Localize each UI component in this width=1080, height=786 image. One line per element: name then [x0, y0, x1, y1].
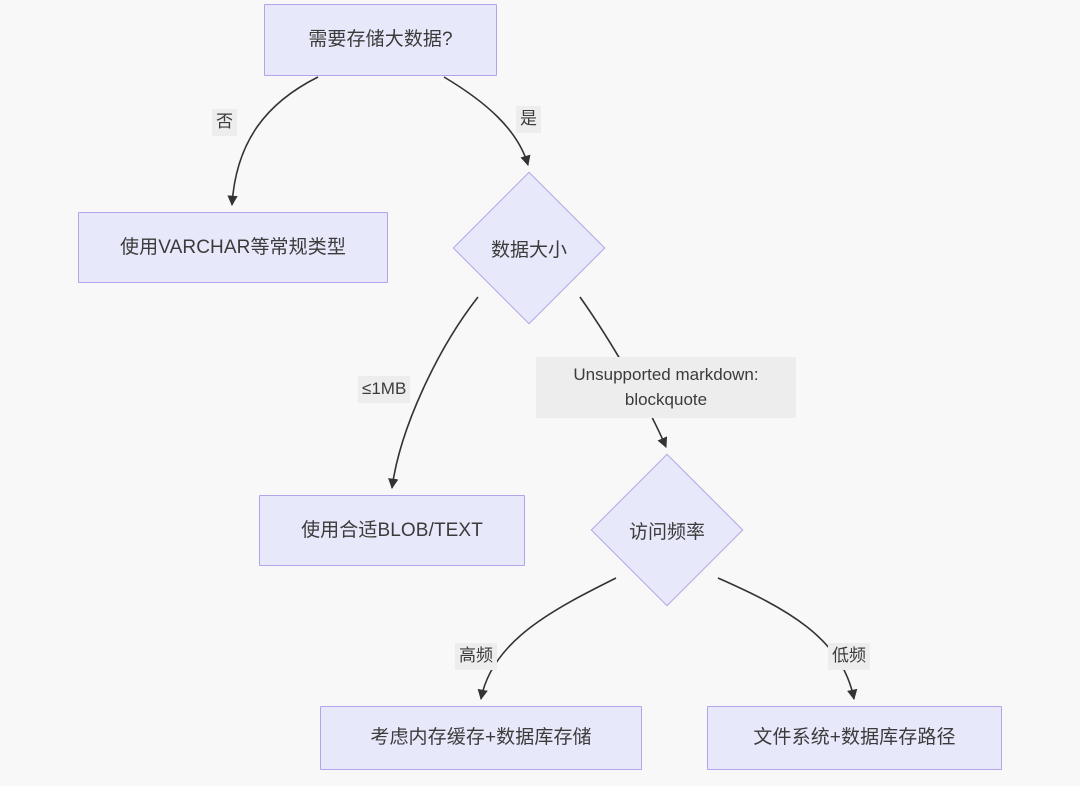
- node-filesystem-plus-db-path[interactable]: 文件系统+数据库存路径: [707, 706, 1002, 770]
- edge-label-low-frequency: 低频: [828, 643, 870, 670]
- edge-label-le-1mb: ≤1MB: [358, 376, 411, 403]
- edge-label-unsupported-markdown-blockquote: Unsupported markdown: blockquote: [536, 357, 796, 419]
- node-label: 使用合适BLOB/TEXT: [301, 519, 483, 541]
- edge-n5-n7: [717, 577, 858, 701]
- edge-label-yes: 是: [516, 106, 541, 133]
- node-label: 考虑内存缓存+数据库存储: [370, 727, 592, 749]
- edge-label-no: 否: [212, 109, 237, 136]
- node-use-suitable-blob-text[interactable]: 使用合适BLOB/TEXT: [259, 495, 525, 566]
- edge-n3-n4: [388, 296, 479, 490]
- node-access-frequency[interactable]: 访问频率: [590, 453, 744, 607]
- edge-n1-n2: [227, 76, 319, 207]
- node-label: 访问频率: [628, 521, 705, 543]
- edge-n5-n6: [477, 577, 617, 701]
- node-label: 数据大小: [490, 239, 567, 261]
- edge-label-line-2: blockquote: [624, 389, 708, 409]
- node-data-size[interactable]: 数据大小: [452, 171, 606, 325]
- node-label: 需要存储大数据?: [308, 29, 453, 51]
- edge-label-line-1: Unsupported markdown:: [573, 365, 759, 384]
- node-use-varchar-normal-type[interactable]: 使用VARCHAR等常规类型: [78, 212, 388, 283]
- node-memory-cache-plus-db-storage[interactable]: 考虑内存缓存+数据库存储: [320, 706, 642, 770]
- node-label: 文件系统+数据库存路径: [753, 727, 956, 749]
- node-label: 使用VARCHAR等常规类型: [120, 236, 346, 258]
- edge-n1-n3: [443, 76, 531, 166]
- edge-label-high-frequency: 高频: [455, 643, 497, 670]
- node-need-big-data-storage[interactable]: 需要存储大数据?: [264, 4, 497, 76]
